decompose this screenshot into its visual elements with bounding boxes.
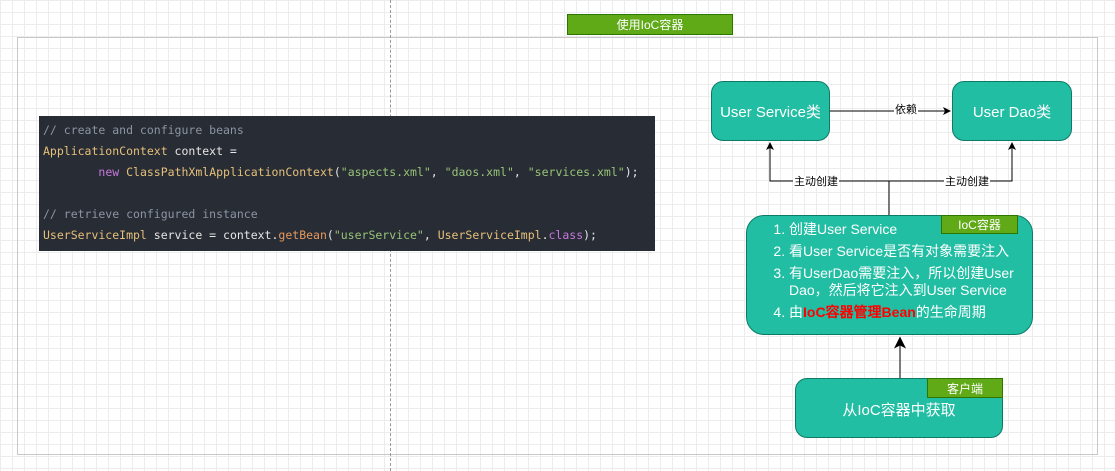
code-comment: // retrieve configured instance <box>43 207 258 221</box>
client-tag[interactable]: 客户端 <box>927 378 1003 398</box>
code-string: "aspects.xml" <box>340 165 431 179</box>
code-type: ApplicationContext <box>43 144 168 158</box>
code-function: getBean <box>278 228 327 242</box>
code-keyword: class <box>548 228 584 242</box>
user-service-node[interactable]: User Service类 <box>711 81 830 141</box>
ioc-step: 由IoC容器管理Bean的生命周期 <box>789 304 1032 321</box>
code-line: UserServiceImpl service = context.getBea… <box>43 228 597 242</box>
code-block[interactable]: // create and configure beans Applicatio… <box>39 116 655 251</box>
ioc-step: 看User Service是否有对象需要注入 <box>789 243 1032 260</box>
code-type: ClassPathXmlApplicationContext <box>126 165 334 179</box>
code-type: UserServiceImpl <box>43 228 147 242</box>
code-string: "userService" <box>333 228 424 242</box>
code-type: UserServiceImpl <box>437 228 542 242</box>
depends-label: 依赖 <box>894 104 918 116</box>
code-text: service = context. <box>146 228 279 242</box>
code-line: ApplicationContext context = <box>43 141 655 162</box>
client-node[interactable]: 从IoC容器中获取 <box>795 378 1003 438</box>
step-highlight: IoC容器管理Bean <box>803 304 916 320</box>
ioc-container-node[interactable]: 创建User Service 看User Service是否有对象需要注入 有U… <box>746 215 1033 335</box>
code-comment: // create and configure beans <box>43 123 244 137</box>
create-dao-edge[interactable] <box>889 142 1016 182</box>
code-string: "services.xml" <box>527 165 625 179</box>
code-keyword: new <box>98 165 120 179</box>
step-text: 的生命周期 <box>915 304 986 320</box>
code-text: context = <box>167 144 237 158</box>
ioc-step: 创建User Service <box>789 221 1032 238</box>
code-line: new ClassPathXmlApplicationContext("aspe… <box>98 165 639 179</box>
create-right-label: 主动创建 <box>944 176 990 188</box>
code-string: "daos.xml" <box>444 165 514 179</box>
create-left-label: 主动创建 <box>793 176 839 188</box>
ioc-tag[interactable]: IoC容器 <box>941 215 1018 234</box>
ioc-step: 有UserDao需要注入，所以创建User Dao，然后将它注入到User Se… <box>789 265 1032 299</box>
title-tag[interactable]: 使用IoC容器 <box>567 14 733 35</box>
step-text: 由 <box>789 304 803 320</box>
canvas-frame <box>17 37 1098 455</box>
user-dao-node[interactable]: User Dao类 <box>952 81 1072 141</box>
